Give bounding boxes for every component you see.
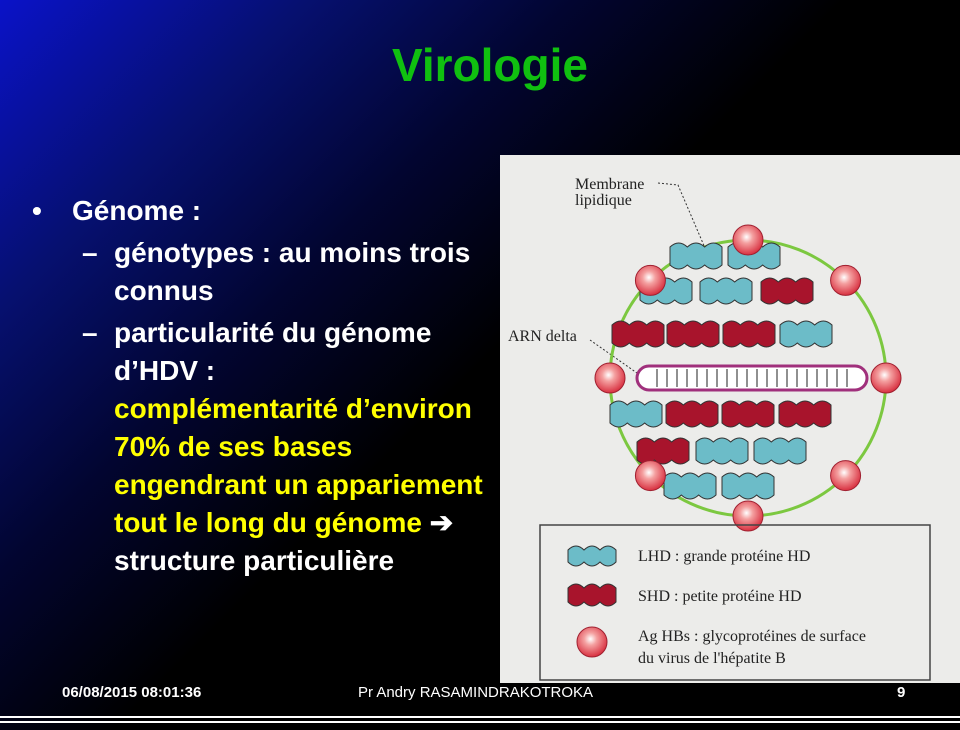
- legend-aghbs-2: du virus de l'hépatite B: [638, 650, 786, 667]
- lhd-icon: [567, 545, 617, 567]
- hdv-diagram: Membrane lipidique ARN delta LHD : grand…: [500, 155, 960, 683]
- slide-title: Virologie: [392, 39, 588, 91]
- lhd-protein: [663, 472, 717, 500]
- sub-bullet-text-after: structure particulière: [114, 545, 395, 576]
- lhd-protein: [779, 320, 833, 348]
- sub-bullet-text: particularité du génome d’HDV :: [114, 317, 432, 386]
- footer-date: 06/08/2015 08:01:36: [62, 684, 202, 701]
- legend-box: [539, 524, 931, 681]
- legend-lhd: LHD : grande protéine HD: [638, 548, 810, 565]
- aghbs-glycoprotein: [634, 264, 666, 296]
- aghbs-glycoprotein: [732, 500, 764, 532]
- aghbs-glycoprotein: [830, 264, 862, 296]
- aghbs-icon: [576, 626, 608, 658]
- divider: [0, 721, 960, 723]
- shd-protein: [665, 400, 719, 428]
- membrane-label: Membrane: [575, 176, 644, 193]
- aghbs-glycoprotein: [830, 460, 862, 492]
- shd-protein: [636, 437, 690, 465]
- sub-bullet-genotypes: –génotypes : au moins trois connus: [82, 237, 471, 306]
- arn-delta: [635, 364, 869, 392]
- arrow-icon: ➔: [429, 507, 454, 538]
- shd-protein: [666, 320, 720, 348]
- shd-protein: [778, 400, 832, 428]
- lhd-protein: [753, 437, 807, 465]
- lhd-protein: [609, 400, 663, 428]
- highlight-text: complémentarité d’environ 70% de ses bas…: [114, 393, 483, 538]
- arn-label: ARN delta: [508, 328, 577, 345]
- legend-aghbs: Ag HBs : glycoprotéines de surface: [638, 628, 866, 645]
- shd-protein: [611, 320, 665, 348]
- footer-page-number: 9: [897, 684, 906, 701]
- sub-bullet-particularite: –particularité du génome d’HDV :compléme…: [82, 317, 483, 576]
- bullet-genome: •Génome :: [32, 195, 202, 226]
- aghbs-glycoprotein: [594, 362, 626, 394]
- slide-body: •Génome : –génotypes : au moins trois co…: [32, 192, 502, 580]
- footer-author: Pr Andry RASAMINDRAKOTROKA: [358, 684, 594, 701]
- membrane-label-2: lipidique: [575, 192, 632, 209]
- bullet-label: Génome :: [72, 195, 202, 226]
- lhd-protein: [721, 472, 775, 500]
- shd-protein: [721, 400, 775, 428]
- sub-bullet-text: génotypes : au moins trois connus: [114, 237, 471, 306]
- shd-icon: [567, 583, 617, 607]
- aghbs-glycoprotein: [634, 460, 666, 492]
- lhd-protein: [669, 242, 723, 270]
- shd-protein: [722, 320, 776, 348]
- legend-shd: SHD : petite protéine HD: [638, 588, 802, 605]
- shd-protein: [760, 277, 814, 305]
- proteins: [609, 242, 833, 500]
- aghbs-glycoprotein: [732, 224, 764, 256]
- aghbs-glycoprotein: [870, 362, 902, 394]
- lhd-protein: [695, 437, 749, 465]
- divider: [0, 716, 960, 718]
- lhd-protein: [699, 277, 753, 305]
